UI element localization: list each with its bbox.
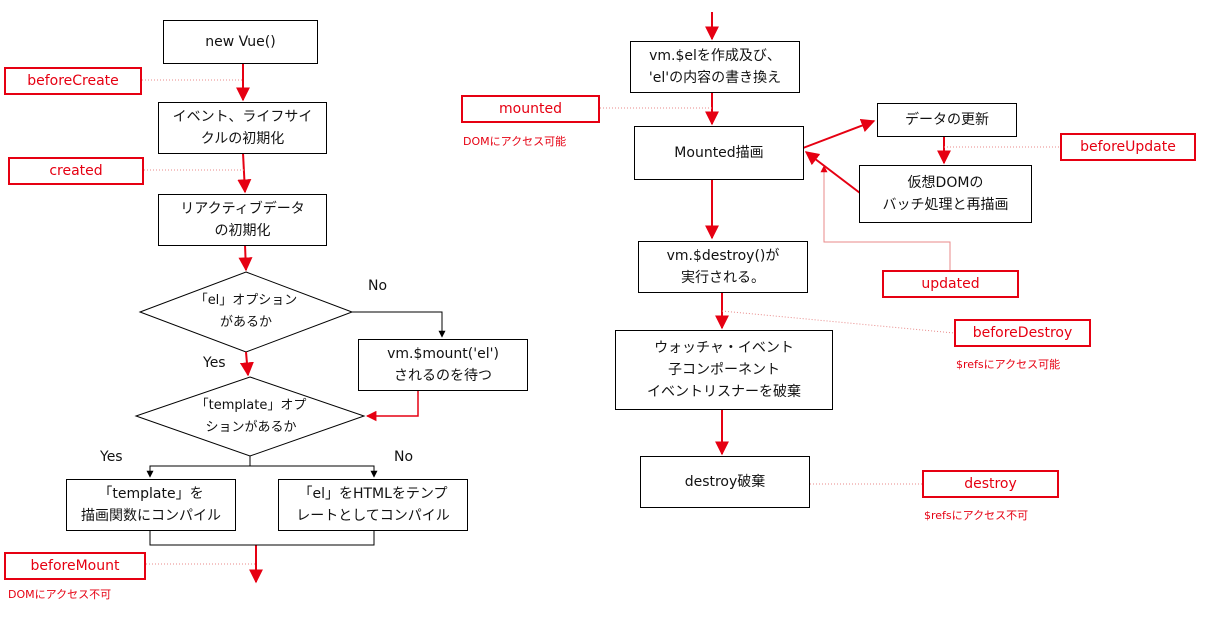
node-destroy-done: destroy破棄 (640, 456, 810, 508)
note-dom-inaccessible: DOMにアクセス不可 (8, 588, 112, 601)
node-compile-el: 「el」をHTMLをテンプ レートとしてコンパイル (278, 479, 468, 531)
hook-before-update: beforeUpdate (1060, 133, 1196, 161)
diamond-has-el-text: 「el」オプション があるか (194, 293, 298, 330)
node-destroy-call: vm.$destroy()が 実行される。 (638, 241, 808, 293)
label-no-el: No (368, 278, 388, 294)
connector-template-split (146, 456, 251, 478)
connector-template-split-right (250, 465, 378, 478)
hook-before-mount: beforeMount (4, 552, 146, 580)
node-wait-mount: vm.$mount('el') されるのを待つ (358, 339, 528, 391)
hook-mounted: mounted (461, 95, 600, 123)
hook-before-destroy: beforeDestroy (954, 319, 1091, 347)
node-new-vue: new Vue() (163, 20, 318, 64)
arrow-mounted-dataupdate (802, 118, 876, 149)
node-init-events: イベント、ライフサイ クルの初期化 (158, 102, 327, 154)
connector-no-branch (352, 311, 446, 338)
hook-before-create: beforeCreate (4, 67, 142, 95)
hook-created: created (8, 157, 144, 185)
node-mounted-draw: Mounted描画 (634, 126, 804, 180)
diamond-has-template-text: 「template」オプ ションがあるか (195, 398, 307, 435)
hook-updated: updated (882, 270, 1019, 298)
node-compile-template: 「template」を 描画関数にコンパイル (66, 479, 236, 531)
arrow-virtualdom-mounted (804, 151, 861, 194)
label-yes-el: Yes (203, 355, 226, 371)
connector-compile-join (149, 529, 375, 546)
note-dom-accessible: DOMにアクセス可能 (463, 135, 567, 148)
arrow-wait-to-template (365, 390, 419, 422)
hook-destroy: destroy (922, 470, 1059, 498)
arrow-reactive-hasel (238, 244, 253, 272)
label-no-template: No (394, 449, 414, 465)
node-virtual-dom: 仮想DOMの バッチ処理と再描画 (859, 165, 1032, 223)
connector-updated (820, 165, 951, 270)
label-yes-template: Yes (100, 449, 123, 465)
node-init-reactive: リアクティブデータ の初期化 (158, 194, 327, 246)
node-teardown: ウォッチャ・イベント 子コンポーネント イベントリスナーを破棄 (615, 330, 833, 410)
node-data-update: データの更新 (877, 103, 1017, 137)
arrow-events-reactive (237, 152, 252, 194)
note-refs-accessible: $refsにアクセス可能 (956, 358, 1061, 371)
node-create-el: vm.$elを作成及び、 'el'の内容の書き換え (630, 41, 800, 93)
note-refs-inaccessible: $refsにアクセス不可 (924, 509, 1029, 522)
arrow-hasel-hastemplate (239, 351, 254, 377)
